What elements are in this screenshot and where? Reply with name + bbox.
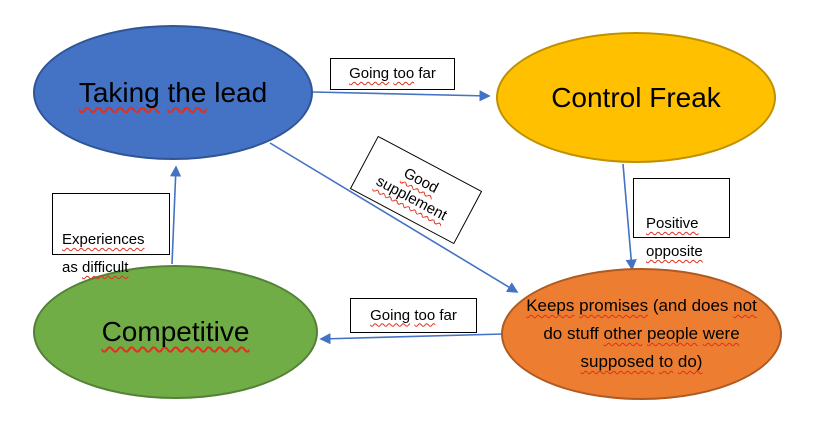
edge-label-positive-opposite[interactable]: Positive opposite: [633, 178, 730, 260]
node-keeps-promises-label: Keeps promises (and does not do stuff ot…: [526, 296, 757, 371]
connector-taking-lead-to-control-freak[interactable]: [312, 90, 491, 102]
node-control-freak[interactable]: Control Freak: [496, 32, 776, 163]
edge-label-going-too-far-top-text: Going too far: [349, 65, 436, 82]
node-keeps-promises[interactable]: Keeps promises (and does not do stuff ot…: [501, 268, 782, 400]
node-competitive-label: Competitive: [101, 316, 250, 347]
edge-label-positive-opposite-text: Positive opposite: [646, 215, 703, 260]
connector-competitive-to-taking-lead[interactable]: [170, 165, 182, 265]
node-taking-the-lead-label: Taking the lead: [78, 76, 268, 108]
edge-label-experiences-as-difficult-text: Experiences as difficult: [62, 231, 145, 276]
connector-control-freak-to-keeps-promises[interactable]: [622, 163, 637, 271]
connector-taking-lead-to-keeps-promises[interactable]: [269, 142, 519, 293]
edge-label-experiences-as-difficult[interactable]: Experiences as difficult: [52, 193, 170, 276]
node-control-freak-label: Control Freak: [551, 81, 721, 113]
edge-label-going-too-far-top[interactable]: Going too far: [330, 58, 455, 90]
node-competitive[interactable]: Competitive: [33, 265, 318, 399]
edge-label-going-too-far-bottom[interactable]: Going too far: [350, 298, 477, 333]
connector-keeps-promises-to-competitive[interactable]: [319, 333, 504, 345]
edge-label-going-too-far-bottom-text: Going too far: [370, 306, 457, 324]
node-taking-the-lead[interactable]: Taking the lead: [33, 25, 313, 160]
